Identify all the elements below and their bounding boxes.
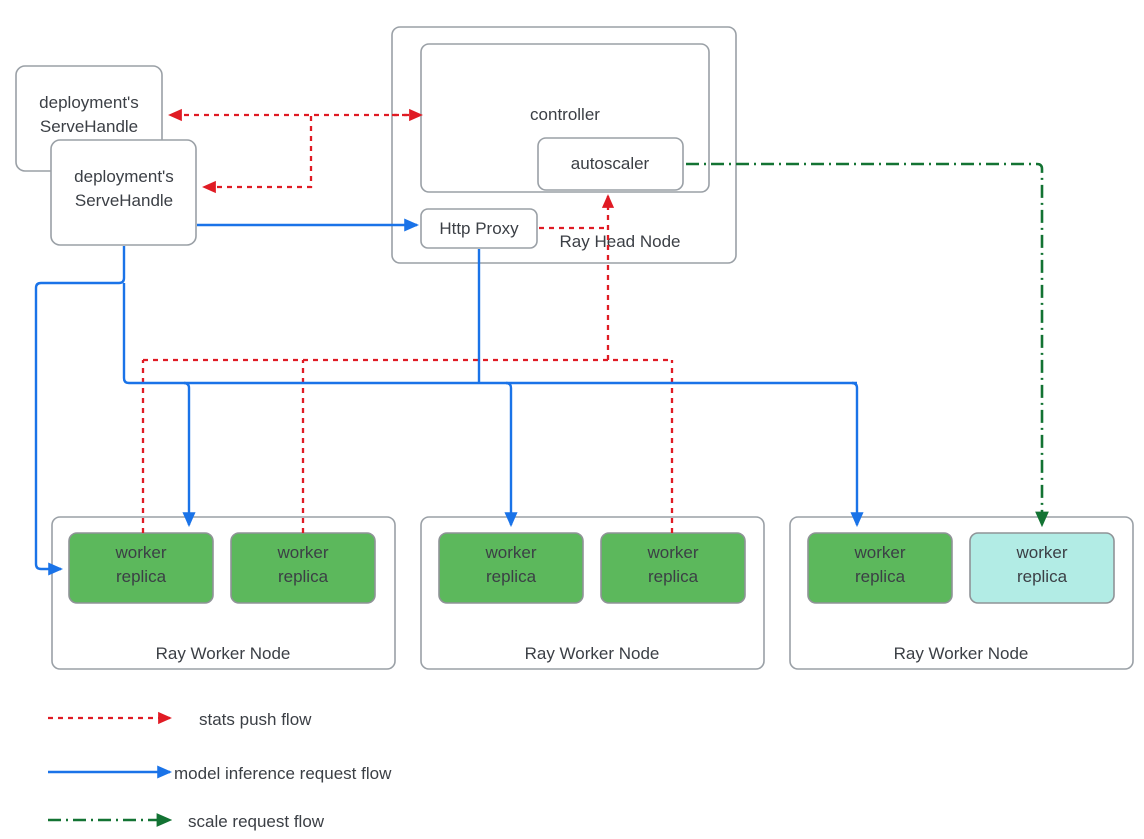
ray-worker-node-1-label: Ray Worker Node — [156, 644, 291, 663]
http-proxy-label: Http Proxy — [439, 219, 519, 238]
legend-label-scale-request-flow: scale request flow — [188, 812, 325, 831]
legend-label-model-inference-request-flow: model inference request flow — [174, 764, 392, 783]
ray-worker-node-2-label: Ray Worker Node — [525, 644, 660, 663]
serve-handle-back-line2: ServeHandle — [40, 117, 138, 136]
worker-replica-1-1-box[interactable] — [68, 532, 214, 604]
worker-replica-3-2[interactable]: worker replica — [969, 532, 1115, 604]
ray-worker-node-1[interactable]: Ray Worker Node worker replica worker re… — [51, 516, 396, 670]
ray-worker-node-3-label: Ray Worker Node — [894, 644, 1029, 663]
scale-flow-autoscaler-to-new-replica — [686, 162, 1049, 528]
controller-label: controller — [530, 105, 600, 124]
worker-replica-1-1-line1: worker — [114, 543, 166, 562]
autoscaler[interactable]: autoscaler — [537, 137, 684, 191]
inference-bus-to-replica-1-1 — [182, 381, 196, 528]
legend-label-stats-push-flow: stats push flow — [199, 710, 312, 729]
worker-replica-2-1-line1: worker — [484, 543, 536, 562]
worker-replica-3-1[interactable]: worker replica — [807, 532, 953, 604]
worker-replica-1-1[interactable]: worker replica — [68, 532, 214, 604]
worker-replica-1-1-line2: replica — [116, 567, 167, 586]
worker-replica-2-2-line2: replica — [648, 567, 699, 586]
legend-item-scale-request-flow: scale request flow — [48, 812, 325, 831]
http-proxy[interactable]: Http Proxy — [420, 208, 538, 249]
inference-bus-from-handle — [122, 283, 857, 385]
autoscaler-label: autoscaler — [571, 154, 650, 173]
ray-worker-node-2[interactable]: Ray Worker Node worker replica worker re… — [420, 516, 765, 670]
worker-replica-2-1[interactable]: worker replica — [438, 532, 584, 604]
legend-item-model-inference-request-flow: model inference request flow — [48, 764, 392, 783]
serve-handle-front-box[interactable] — [50, 139, 197, 246]
worker-replica-3-1-line2: replica — [855, 567, 906, 586]
worker-replica-2-2[interactable]: worker replica — [600, 532, 746, 604]
serve-handle-front-line2: ServeHandle — [75, 191, 173, 210]
worker-replica-3-2-box[interactable] — [969, 532, 1115, 604]
http-proxy-box[interactable] — [420, 208, 538, 249]
inference-bus-to-replica-2-1 — [504, 381, 518, 528]
serve-handle-front-line1: deployment's — [74, 167, 174, 186]
worker-replica-2-1-box[interactable] — [438, 532, 584, 604]
ray-head-node[interactable]: Ray Head Node controller autoscaler Http… — [391, 26, 737, 264]
serve-handle-front[interactable]: deployment's ServeHandle — [50, 139, 197, 246]
ray-head-node-label: Ray Head Node — [560, 232, 681, 251]
worker-replica-3-2-line2: replica — [1017, 567, 1068, 586]
inference-bus-to-replica-3-1 — [850, 381, 864, 528]
legend-item-stats-push-flow: stats push flow — [48, 710, 312, 729]
legend: stats push flow model inference request … — [48, 710, 392, 831]
worker-replica-1-2-line2: replica — [278, 567, 329, 586]
worker-replica-1-2[interactable]: worker replica — [230, 532, 376, 604]
worker-replica-1-2-line1: worker — [276, 543, 328, 562]
inference-handle-to-replica-1-1 — [34, 246, 126, 576]
ray-worker-node-3[interactable]: Ray Worker Node worker replica worker re… — [789, 516, 1134, 670]
worker-replica-3-1-box[interactable] — [807, 532, 953, 604]
worker-replica-2-1-line2: replica — [486, 567, 537, 586]
worker-replica-2-2-line1: worker — [646, 543, 698, 562]
worker-replica-3-1-line1: worker — [853, 543, 905, 562]
worker-replica-3-2-line1: worker — [1015, 543, 1067, 562]
stats-flow-controller-to-handle-2 — [202, 116, 313, 194]
autoscaler-box[interactable] — [537, 137, 684, 191]
serve-handle-back-line1: deployment's — [39, 93, 139, 112]
